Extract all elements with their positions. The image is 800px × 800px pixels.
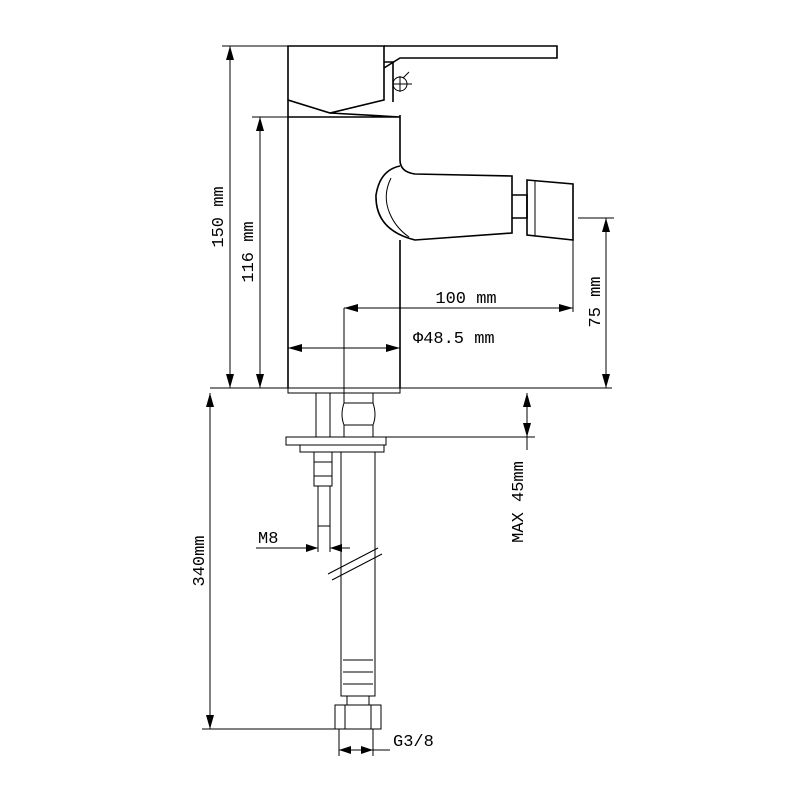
label-diameter: Φ48.5 mm — [413, 330, 495, 349]
stud-lower — [317, 485, 331, 527]
faucet — [210, 45, 612, 394]
label-height-total: 150 mm — [210, 186, 229, 247]
aerator — [512, 179, 574, 241]
label-hose-thread: G3/8 — [393, 733, 434, 752]
label-max-thickness: MAX 45mm — [510, 461, 529, 543]
stud-upper — [315, 392, 331, 438]
under-counter-fittings — [285, 392, 387, 730]
label-reach: 100 mm — [435, 290, 496, 309]
spout — [375, 159, 513, 241]
dimensions — [202, 45, 614, 756]
label-hose-length: 340mm — [191, 535, 210, 586]
hex-nut — [313, 451, 333, 487]
braided-hose — [340, 451, 376, 697]
label-height-body: 116 mm — [240, 221, 259, 282]
hose-connector-nut — [334, 704, 382, 730]
dimension-labels: 150 mm 116 mm 100 mm Φ48.5 mm 75 mm MAX … — [191, 186, 606, 752]
lever-handle — [287, 45, 558, 114]
label-spout-height: 75 mm — [587, 276, 606, 327]
body-cylinder — [287, 100, 401, 388]
mounting-plate — [285, 436, 387, 446]
label-stud-thread: M8 — [258, 530, 278, 549]
